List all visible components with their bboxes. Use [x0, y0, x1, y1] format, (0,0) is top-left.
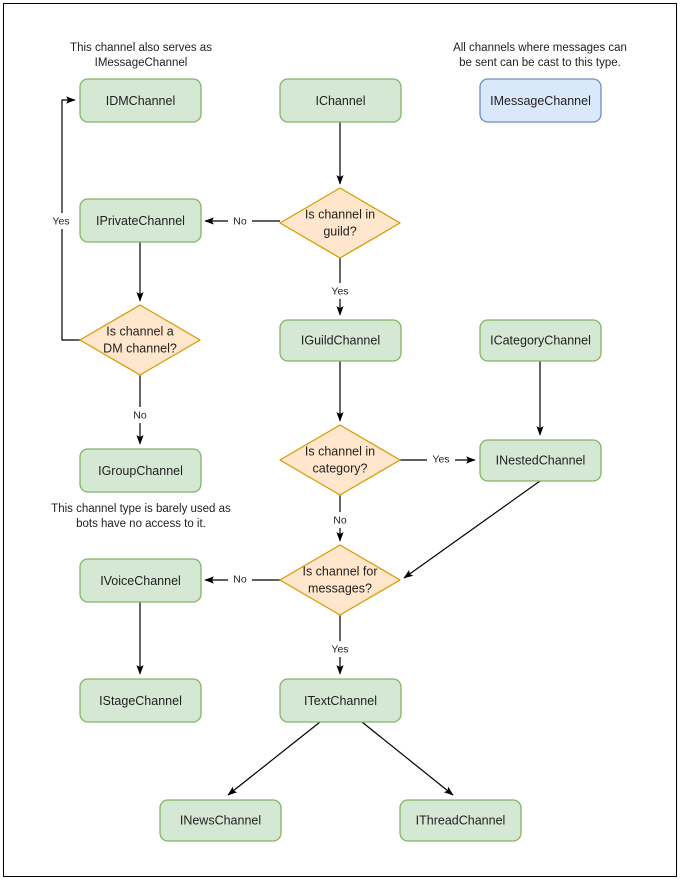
svg-text:No: No — [333, 514, 347, 526]
note-group-channel: This channel type is barely used as bots… — [51, 503, 231, 530]
node-iguildchannel-label: IGuildChannel — [301, 333, 380, 347]
decision-in-guild-line2: guild? — [323, 224, 356, 238]
svg-text:Yes: Yes — [52, 215, 69, 227]
node-ithreadchannel-label: IThreadChannel — [416, 813, 506, 827]
note-dm-channel-line1: This channel also serves as — [70, 42, 212, 54]
edge-label-messages-yes: Yes — [326, 641, 354, 657]
decision-dm-channel-line1: Is channel a — [106, 324, 173, 338]
edge-label-guild-yes: Yes — [326, 283, 354, 299]
decision-for-messages-line1: Is channel for — [302, 564, 377, 578]
decision-in-category[interactable]: Is channel in category? — [279, 424, 401, 496]
decision-for-messages[interactable]: Is channel for messages? — [279, 544, 401, 616]
node-inestedchannel-label: INestedChannel — [496, 453, 586, 467]
node-idmchannel-label: IDMChannel — [106, 94, 175, 108]
node-inewschannel-label: INewsChannel — [180, 813, 261, 827]
decision-in-guild[interactable]: Is channel in guild? — [279, 187, 401, 259]
node-ichannel-label: IChannel — [315, 94, 365, 108]
edge-label-dm-yes: Yes — [47, 213, 75, 229]
note-dm-channel-line2: IMessageChannel — [95, 57, 188, 69]
note-message-channel-line2: be sent can be cast to this type. — [459, 57, 621, 69]
decision-in-category-line1: Is channel in — [305, 444, 375, 458]
note-message-channel: All channels where messages can be sent … — [453, 42, 627, 69]
edge-label-guild-no: No — [228, 213, 252, 229]
node-ivoicechannel[interactable]: IVoiceChannel — [79, 558, 202, 603]
svg-text:Yes: Yes — [331, 285, 348, 297]
node-ichannel[interactable]: IChannel — [279, 78, 402, 123]
node-imessagechannel-label: IMessageChannel — [490, 94, 591, 108]
decision-in-category-line2: category? — [313, 461, 368, 475]
node-inestedchannel[interactable]: INestedChannel — [479, 439, 602, 482]
node-iprivatechannel[interactable]: IPrivateChannel — [79, 198, 202, 243]
node-itextchannel[interactable]: ITextChannel — [279, 678, 402, 723]
node-icategorychannel-label: ICategoryChannel — [490, 333, 591, 347]
edge-itextchannel-to-ithreadchannel — [361, 721, 454, 796]
svg-text:Yes: Yes — [432, 453, 449, 465]
edge-labels-layer: Yes No Yes No Yes No — [47, 213, 455, 657]
edge-label-messages-no: No — [228, 571, 252, 587]
node-iprivatechannel-label: IPrivateChannel — [96, 214, 185, 228]
note-group-channel-line2: bots have no access to it. — [76, 518, 206, 530]
edge-itextchannel-to-inewschannel — [227, 721, 321, 796]
decision-dm-channel-line2: DM channel? — [103, 341, 177, 355]
decision-in-guild-line1: Is channel in — [305, 207, 375, 221]
edge-label-category-yes: Yes — [427, 451, 455, 467]
node-idmchannel[interactable]: IDMChannel — [79, 78, 202, 123]
node-igroupchannel-label: IGroupChannel — [98, 464, 183, 478]
svg-text:Yes: Yes — [331, 643, 348, 655]
svg-text:No: No — [233, 215, 247, 227]
edge-label-category-no: No — [328, 512, 352, 528]
svg-text:No: No — [133, 409, 147, 421]
svg-text:No: No — [233, 573, 247, 585]
decisions-layer: Is channel in guild? Is channel a DM cha… — [79, 187, 401, 616]
node-igroupchannel[interactable]: IGroupChannel — [79, 448, 202, 493]
node-ivoicechannel-label: IVoiceChannel — [100, 574, 181, 588]
node-istagechannel[interactable]: IStageChannel — [79, 678, 202, 723]
node-icategorychannel[interactable]: ICategoryChannel — [479, 319, 602, 362]
node-istagechannel-label: IStageChannel — [99, 694, 182, 708]
decision-for-messages-line2: messages? — [308, 581, 372, 595]
edge-inestedchannel-to-for-messages — [403, 480, 541, 579]
node-ithreadchannel[interactable]: IThreadChannel — [399, 799, 522, 842]
note-group-channel-line1: This channel type is barely used as — [51, 503, 231, 515]
note-message-channel-line1: All channels where messages can — [453, 42, 627, 54]
notes-layer: This channel also serves as IMessageChan… — [51, 42, 627, 530]
edge-label-dm-no: No — [128, 407, 152, 423]
nodes-layer: IDMChannel IChannel IMessageChannel IPri… — [79, 78, 602, 842]
node-itextchannel-label: ITextChannel — [304, 694, 377, 708]
note-dm-channel: This channel also serves as IMessageChan… — [70, 42, 212, 69]
node-imessagechannel[interactable]: IMessageChannel — [479, 78, 602, 123]
decision-dm-channel[interactable]: Is channel a DM channel? — [79, 304, 201, 376]
node-iguildchannel[interactable]: IGuildChannel — [279, 319, 402, 362]
node-inewschannel[interactable]: INewsChannel — [159, 799, 282, 842]
